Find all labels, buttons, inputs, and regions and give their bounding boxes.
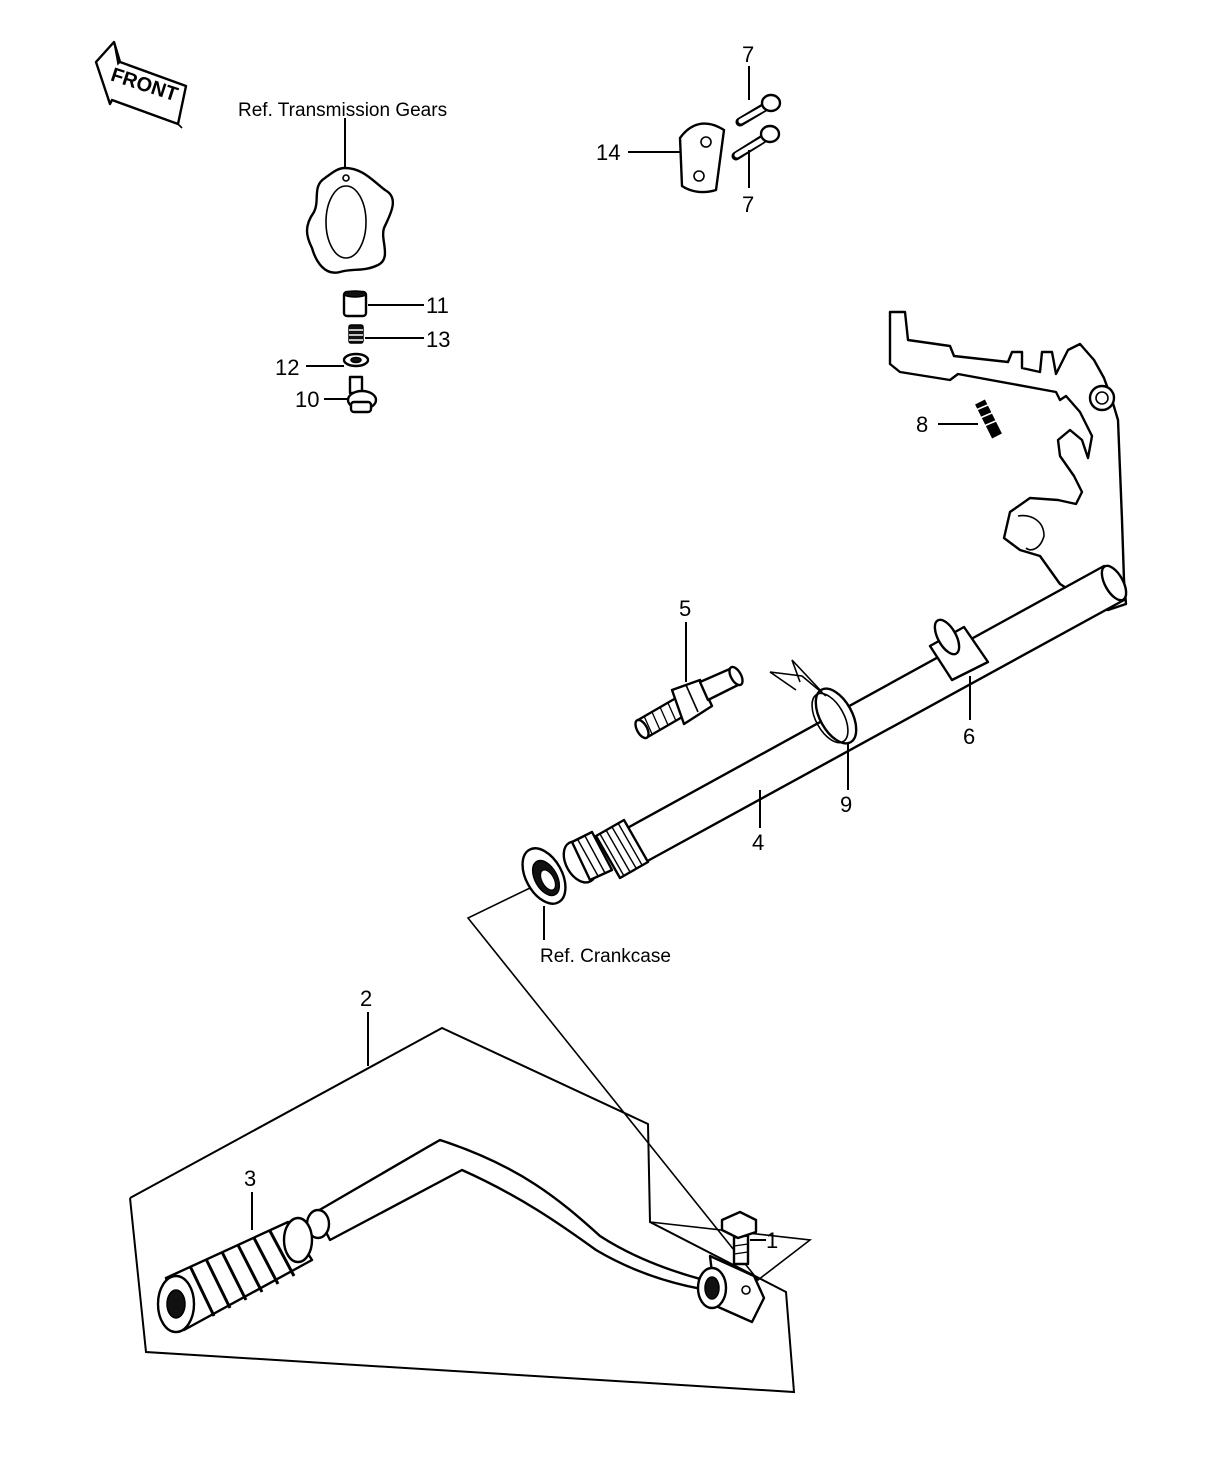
callout-13: 13 (426, 327, 450, 352)
callout-3: 3 (244, 1166, 256, 1191)
part-1-bolt (720, 1210, 758, 1266)
part-3-pedal-rubber (156, 1216, 314, 1334)
callout-12: 12 (275, 355, 299, 380)
ref-crankcase-label: Ref. Crankcase (540, 946, 671, 967)
part-11-collar (342, 290, 368, 318)
callout-1: 1 (766, 1228, 778, 1253)
part-6-collar (928, 618, 990, 682)
part-10-bolt (346, 375, 378, 414)
pedal-assembly-outline (129, 1026, 796, 1394)
part-14-retaining-plate (678, 122, 726, 194)
shift-drum-cam-plate (305, 166, 395, 274)
callout-10: 10 (295, 387, 319, 412)
ref-transmission-gears-label: Ref. Transmission Gears (238, 100, 447, 121)
part-9-return-spring (769, 659, 858, 745)
part-13-spring (348, 324, 364, 344)
callout-6: 6 (963, 724, 975, 749)
crankcase-group-outline (466, 887, 813, 1282)
part-7-screw-lower (731, 124, 781, 161)
part-4-shift-shaft (562, 564, 1128, 884)
callout-7-top: 7 (742, 42, 754, 67)
part-5-stud-bolt (634, 665, 744, 740)
callout-9: 9 (840, 792, 852, 817)
part-12-washer (342, 352, 370, 368)
callout-7-bottom: 7 (742, 192, 754, 217)
callout-14: 14 (596, 140, 620, 165)
part-7-screw-upper (735, 93, 782, 127)
crankcase-oil-seal (521, 847, 567, 905)
front-arrow-badge: FRONT (94, 40, 188, 129)
callout-4: 4 (752, 830, 764, 855)
part-2-gear-change-pedal (305, 1138, 766, 1324)
callout-8: 8 (916, 412, 928, 437)
callout-5: 5 (679, 596, 691, 621)
callout-11: 11 (426, 293, 449, 318)
part-8-spring (975, 399, 1002, 439)
callout-2: 2 (360, 986, 372, 1011)
shift-shaft-arm-plate (888, 310, 1128, 612)
